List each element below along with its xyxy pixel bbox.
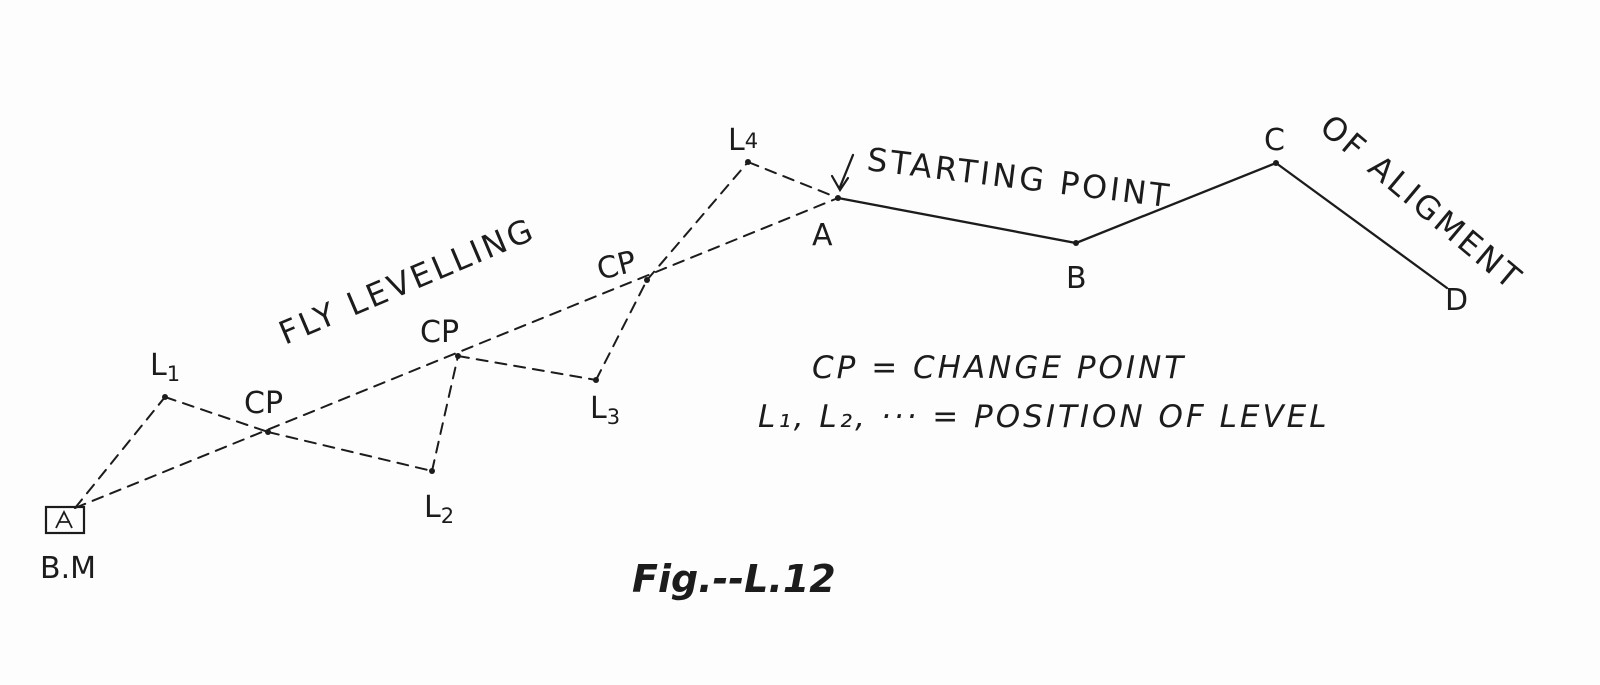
station-dot-l3 <box>593 377 599 383</box>
change-point-chain <box>74 197 839 509</box>
label-point-a: A <box>812 218 833 253</box>
sight-line-cp2-l3 <box>457 355 597 381</box>
station-dot-a <box>835 195 841 201</box>
label-cp-1: CP <box>244 386 283 421</box>
sight-lines <box>74 161 839 509</box>
label-point-b: B <box>1066 261 1087 296</box>
sight-line-cp3-l4 <box>646 161 749 281</box>
fly-levelling-annotation: FLY LEVELLING <box>273 210 541 352</box>
station-dot-cp1 <box>265 429 271 435</box>
label-l1: L1 <box>150 348 180 386</box>
station-dot-l1 <box>162 394 168 400</box>
label-l2: L2 <box>424 490 454 528</box>
label-cp-3: CP <box>593 244 639 287</box>
chain-line-bm-a <box>74 197 839 509</box>
sight-line-l2-cp2 <box>431 355 459 472</box>
station-dot-b <box>1073 240 1079 246</box>
label-l2-subscript: 2 <box>441 504 454 528</box>
label-bench-mark: B.M <box>40 551 96 586</box>
sight-line-cp1-l2 <box>267 431 433 472</box>
bench-mark-symbol <box>44 505 86 535</box>
label-l1-subscript: 1 <box>167 362 180 386</box>
label-l4: L4 <box>728 123 758 158</box>
station-dot-c <box>1273 160 1279 166</box>
station-dot-cp2 <box>455 353 461 359</box>
station-dot-l4 <box>745 159 751 165</box>
station-dots <box>162 159 1279 474</box>
legend-change-point: CP = CHANGE POINT <box>812 350 1186 386</box>
sight-line-bm-l1 <box>74 396 166 509</box>
sight-line-l3-cp3 <box>595 279 648 381</box>
alignment-line <box>836 161 1449 290</box>
label-point-c: C <box>1264 123 1285 158</box>
sight-line-l4-a <box>747 161 839 199</box>
starting-point-annotation: STARTING POINT <box>865 140 1174 215</box>
legend-position-of-level: L₁, L₂, ··· = POSITION OF LEVEL <box>758 399 1330 435</box>
label-point-d: D <box>1445 283 1468 318</box>
label-l4-subscript: 4 <box>745 129 758 153</box>
label-l3: L3 <box>590 391 620 429</box>
label-cp-2: CP <box>420 315 459 350</box>
label-l3-subscript: 3 <box>607 405 620 429</box>
station-dot-cp3 <box>644 277 650 283</box>
station-dot-l2 <box>429 468 435 474</box>
sight-line-l1-cp1 <box>164 396 269 433</box>
figure-caption: Fig.--L.12 <box>632 557 836 601</box>
starting-point-arrow-icon <box>830 153 855 193</box>
alignment-a-b-c-d <box>836 161 1449 290</box>
